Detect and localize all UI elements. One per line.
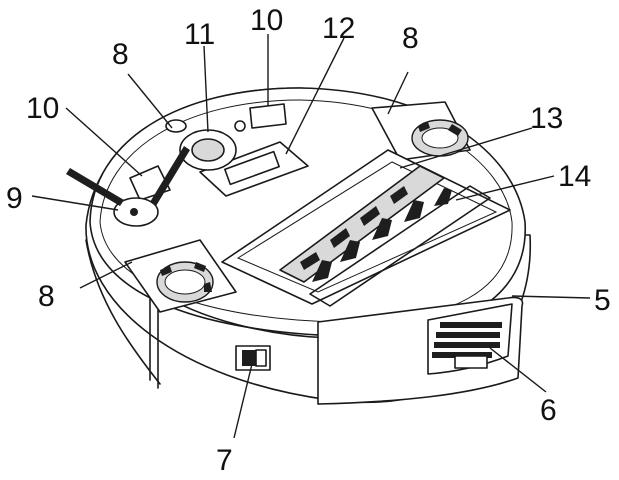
callout-10-left: 10 xyxy=(26,92,59,125)
callout-12: 12 xyxy=(322,12,355,45)
bristle-brush xyxy=(309,185,491,307)
callout-14: 14 xyxy=(558,160,591,193)
callout-labels: 5 6 7 8 8 8 9 10 10 11 12 13 14 xyxy=(6,4,611,477)
callout-6: 6 xyxy=(540,394,557,427)
callout-13: 13 xyxy=(530,102,563,135)
callout-5: 5 xyxy=(594,284,611,317)
callout-9: 9 xyxy=(6,182,23,215)
leader-lines xyxy=(31,34,591,439)
dust-bin xyxy=(317,296,524,405)
callout-11: 11 xyxy=(184,18,215,51)
power-switch xyxy=(235,345,271,371)
front-caster-wheel xyxy=(165,119,246,133)
main-brush-roll xyxy=(279,165,445,283)
side-brush xyxy=(66,146,190,227)
callout-10-top: 10 xyxy=(250,4,283,37)
drive-wheel-left xyxy=(124,239,237,313)
callout-7: 7 xyxy=(216,444,233,477)
swivel-wheel xyxy=(179,129,237,171)
callout-8-caster: 8 xyxy=(112,38,129,71)
callout-8-right-wheel: 8 xyxy=(402,22,419,55)
dust-bin-grille xyxy=(432,322,502,358)
callout-8-left-wheel: 8 xyxy=(38,280,55,313)
battery-cover xyxy=(199,141,309,197)
